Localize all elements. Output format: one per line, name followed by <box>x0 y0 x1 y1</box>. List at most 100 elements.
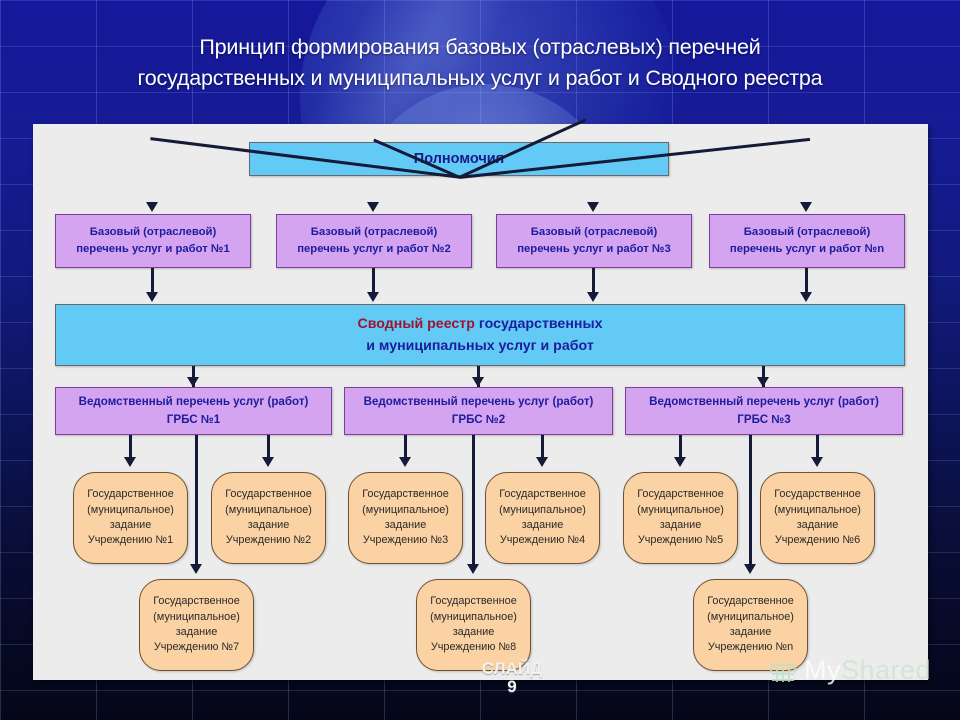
node-base-list-n[interactable]: Базовый (отраслевой) перечень услуг и ра… <box>709 214 905 268</box>
node-base-list-1-line1: Базовый (отраслевой) <box>89 225 217 238</box>
node-assignment-6-line4: Учреждению №6 <box>774 534 861 547</box>
connector-dept-2-to-assignment-4 <box>541 435 544 461</box>
node-dept-list-2-line1: Ведомственный перечень услуг (работ) <box>363 395 594 409</box>
arrowhead-base-2 <box>367 202 379 212</box>
node-assignment-2-line3: задание <box>247 519 290 531</box>
node-assignment-1[interactable]: Государственное (муниципальное) задание … <box>73 472 188 564</box>
arrowhead-dept-3 <box>757 377 769 387</box>
node-assignment-5-line2: (муниципальное) <box>637 503 724 516</box>
arrowhead-assignment-8 <box>467 564 479 574</box>
node-dept-list-1[interactable]: Ведомственный перечень услуг (работ) ГРБ… <box>55 387 332 435</box>
node-dept-list-1-line2: ГРБС №1 <box>166 413 221 426</box>
node-assignment-7[interactable]: Государственное (муниципальное) задание … <box>139 579 254 671</box>
connector-dept-2-to-assignment-3 <box>404 435 407 461</box>
arrowhead-assignment-n <box>744 564 756 574</box>
node-assignment-n-line4: Учреждению №n <box>707 641 794 654</box>
node-base-list-2-line1: Базовый (отраслевой) <box>310 225 438 238</box>
arrowhead-assignment-7 <box>190 564 202 574</box>
node-base-list-1[interactable]: Базовый (отраслевой) перечень услуг и ра… <box>55 214 251 268</box>
node-assignment-7-line4: Учреждению №7 <box>153 641 240 654</box>
node-assignment-6-line1: Государственное <box>774 488 861 501</box>
connector-dept-2-to-assignment-8 <box>472 435 475 567</box>
myshared-watermark: MyShared <box>770 655 931 686</box>
node-assignment-5[interactable]: Государственное (муниципальное) задание … <box>623 472 738 564</box>
node-base-list-2[interactable]: Базовый (отраслевой) перечень услуг и ра… <box>276 214 472 268</box>
arrowhead-dept-2 <box>472 377 484 387</box>
node-assignment-1-line2: (муниципальное) <box>87 503 174 516</box>
arrowhead-registry-3 <box>587 292 599 302</box>
node-assignment-6-line2: (муниципальное) <box>774 503 861 516</box>
connector-base-3-to-registry <box>592 268 595 294</box>
arrowhead-base-1 <box>146 202 158 212</box>
myshared-shared-label: Shared <box>841 655 932 685</box>
node-assignment-8-line3: задание <box>452 626 495 638</box>
node-base-list-3-line1: Базовый (отраслевой) <box>530 225 658 238</box>
node-assignment-8[interactable]: Государственное (муниципальное) задание … <box>416 579 531 671</box>
node-assignment-3-line4: Учреждению №3 <box>362 534 449 547</box>
connector-dept-1-to-assignment-7 <box>195 435 198 567</box>
node-assignment-2-line1: Государственное <box>225 488 312 501</box>
node-base-list-n-line2: перечень услуг и работ №n <box>729 243 885 255</box>
node-assignment-1-line3: задание <box>109 519 152 531</box>
node-assignment-8-line4: Учреждению №8 <box>430 641 517 654</box>
node-assignment-2[interactable]: Государственное (муниципальное) задание … <box>211 472 326 564</box>
node-dept-list-3[interactable]: Ведомственный перечень услуг (работ) ГРБ… <box>625 387 903 435</box>
node-dept-list-3-line2: ГРБС №3 <box>737 413 791 426</box>
node-assignment-3[interactable]: Государственное (муниципальное) задание … <box>348 472 463 564</box>
connector-dept-3-to-assignment-n <box>749 435 752 567</box>
node-assignment-2-line4: Учреждению №2 <box>225 534 312 547</box>
node-assignment-2-line2: (муниципальное) <box>225 503 312 516</box>
node-assignment-4-line1: Государственное <box>499 488 586 501</box>
slide-number-watermark: СЛАЙД 9 <box>481 659 543 696</box>
node-assignment-4[interactable]: Государственное (муниципальное) задание … <box>485 472 600 564</box>
node-assignment-8-line1: Государственное <box>430 595 517 608</box>
node-assignment-5-line3: задание <box>659 519 702 531</box>
node-polnomochiya-label: Полномочия <box>413 151 505 167</box>
node-base-list-1-line2: перечень услуг и работ №1 <box>76 243 230 255</box>
node-assignment-n-line1: Государственное <box>707 595 794 608</box>
node-assignment-4-line4: Учреждению №4 <box>499 534 586 547</box>
node-assignment-6-line3: задание <box>796 519 839 531</box>
connector-dept-3-to-assignment-6 <box>816 435 819 461</box>
node-assignment-3-line3: задание <box>384 519 427 531</box>
node-registry-rest-line1: государственных <box>474 316 603 332</box>
node-assignment-1-line1: Государственное <box>87 488 174 501</box>
connector-base-1-to-registry <box>151 268 154 294</box>
node-dept-list-3-line1: Ведомственный перечень услуг (работ) <box>649 395 879 409</box>
node-assignment-4-line2: (муниципальное) <box>499 503 586 516</box>
node-assignment-7-line3: задание <box>175 626 218 638</box>
arrowhead-base-3 <box>587 202 599 212</box>
node-base-list-3-line2: перечень услуг и работ №3 <box>517 243 671 255</box>
myshared-my-label: My <box>804 655 841 685</box>
node-assignment-8-line2: (муниципальное) <box>430 610 517 623</box>
node-assignment-5-line1: Государственное <box>637 488 724 501</box>
node-assignment-3-line1: Государственное <box>362 488 449 501</box>
node-assignment-4-line3: задание <box>521 519 564 531</box>
arrowhead-dept-1 <box>187 377 199 387</box>
node-assignment-7-line1: Государственное <box>153 595 240 608</box>
node-base-list-3[interactable]: Базовый (отраслевой) перечень услуг и ра… <box>496 214 692 268</box>
connector-dept-3-to-assignment-5 <box>679 435 682 461</box>
node-assignment-1-line4: Учреждению №1 <box>87 534 174 547</box>
diagram-panel: Полномочия Базовый (отраслевой) перечень… <box>33 118 928 680</box>
connector-base-2-to-registry <box>372 268 375 294</box>
node-assignment-3-line2: (муниципальное) <box>362 503 449 516</box>
node-registry-highlight: Сводный реестр <box>357 316 475 332</box>
arrowhead-assignment-2 <box>262 457 274 467</box>
node-base-list-2-line2: перечень услуг и работ №2 <box>297 243 451 255</box>
arrowhead-registry-1 <box>146 292 158 302</box>
node-consolidated-registry[interactable]: Сводный реестр государственных и муницип… <box>55 304 905 366</box>
slide-title: Принцип формирования базовых (отраслевых… <box>137 35 823 90</box>
connector-base-n-to-registry <box>805 268 808 294</box>
arrowhead-assignment-1 <box>124 457 136 467</box>
node-base-list-n-line1: Базовый (отраслевой) <box>743 225 871 238</box>
connector-dept-1-to-assignment-2 <box>267 435 270 461</box>
arrowhead-assignment-5 <box>674 457 686 467</box>
node-assignment-6[interactable]: Государственное (муниципальное) задание … <box>760 472 875 564</box>
node-assignment-7-line2: (муниципальное) <box>153 610 240 623</box>
node-dept-list-2[interactable]: Ведомственный перечень услуг (работ) ГРБ… <box>344 387 613 435</box>
myshared-logo-icon <box>770 660 796 682</box>
node-assignment-n[interactable]: Государственное (муниципальное) задание … <box>693 579 808 671</box>
node-assignment-5-line4: Учреждению №5 <box>637 534 724 547</box>
